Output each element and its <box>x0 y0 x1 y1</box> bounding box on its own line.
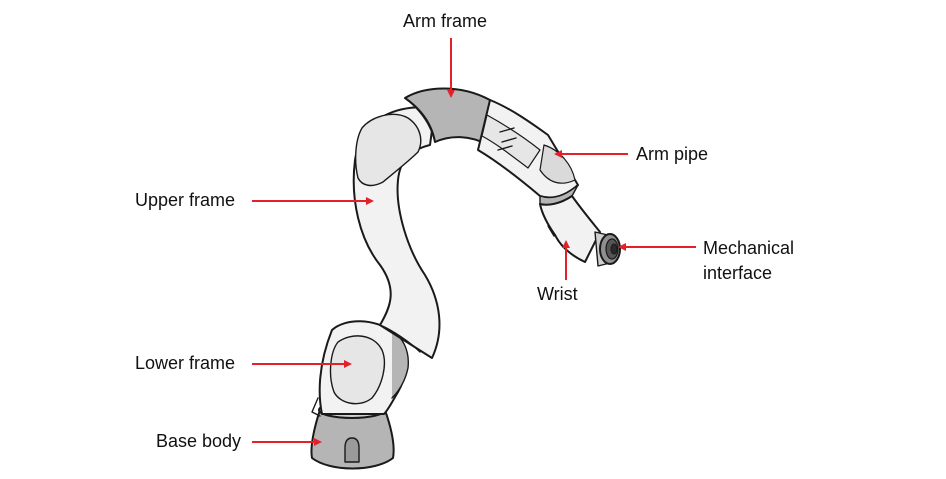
upper-frame-part <box>352 106 441 359</box>
arm-pipe-label: Arm pipe <box>636 144 709 164</box>
lower-frame-part <box>318 320 409 415</box>
wrist-label: Wrist <box>537 284 578 304</box>
base-body-label: Base body <box>156 431 242 451</box>
upper-frame-label: Upper frame <box>135 190 236 210</box>
mechanical-interface-part <box>594 231 621 267</box>
arm-frame-label: Arm frame <box>403 11 488 31</box>
mechanical-interface-label-line2: interface <box>703 263 773 283</box>
lower-frame-label: Lower frame <box>135 353 236 373</box>
wrist-part <box>539 195 601 263</box>
arm-frame-part <box>404 87 491 146</box>
robot-arm-illustration <box>310 87 621 470</box>
callout-arrows <box>252 38 696 446</box>
mechanical-interface-label: Mechanical interface <box>703 236 794 286</box>
arm-pipe-part <box>477 99 579 206</box>
mechanical-interface-label-line1: Mechanical <box>703 238 795 258</box>
